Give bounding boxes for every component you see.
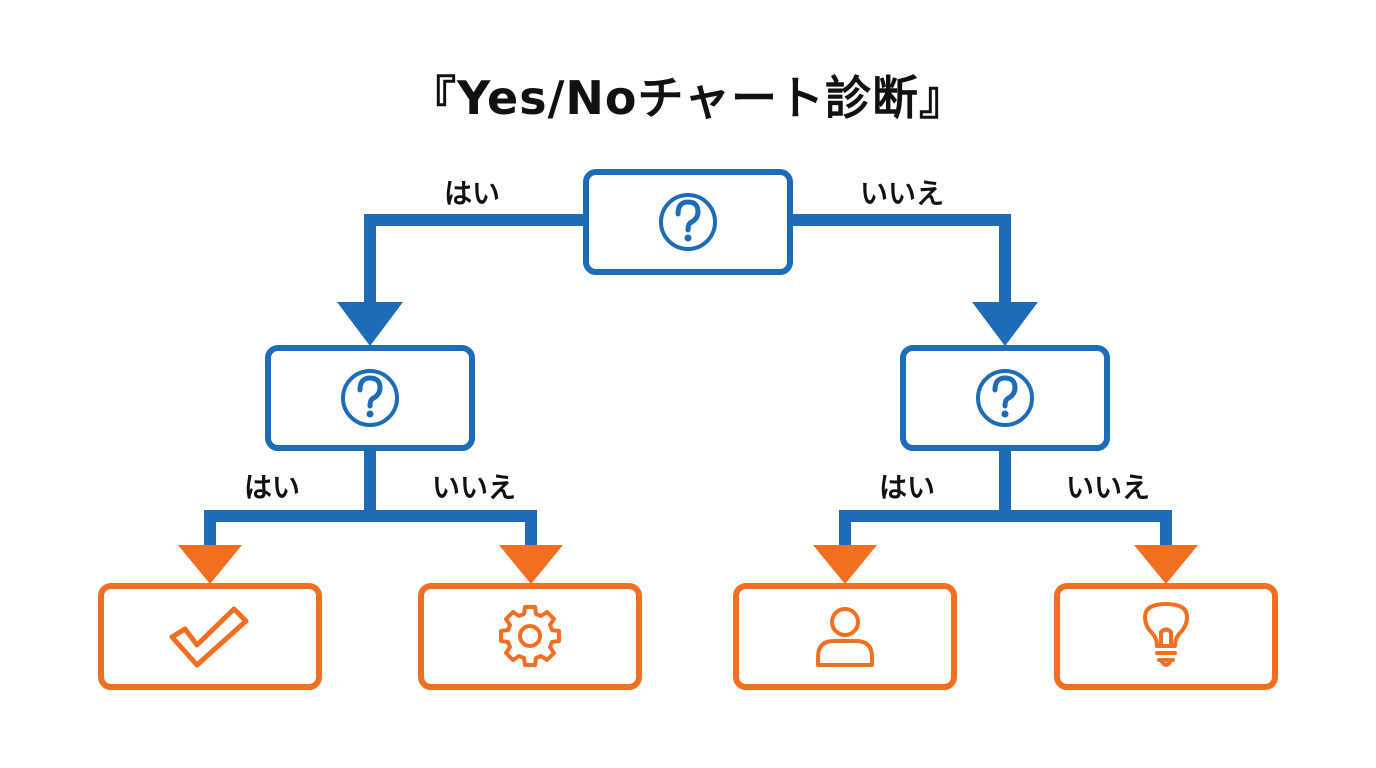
gear-icon — [499, 605, 561, 667]
result-node-2 — [418, 583, 642, 690]
connector-right-yes — [839, 510, 1005, 548]
question-node-root — [583, 169, 793, 275]
connector-right-no — [1005, 510, 1172, 548]
connectors — [204, 214, 1172, 548]
question-mark-icon — [341, 369, 399, 427]
result-node-3 — [733, 583, 957, 690]
question-mark-icon — [659, 193, 717, 251]
connector-left-no — [370, 510, 537, 548]
edge-label-right-yes: はい — [879, 471, 935, 504]
diagram-title: 『Yes/Noチャート診断』 — [409, 71, 967, 125]
edge-label-left-yes: はい — [244, 471, 300, 504]
question-mark-icon — [976, 369, 1034, 427]
edge-label-left-no: いいえ — [432, 471, 516, 504]
result-node-1 — [98, 583, 322, 690]
arrowhead-to-result-1 — [178, 545, 242, 584]
lightbulb-icon — [1143, 602, 1189, 667]
arrowhead-to-result-4 — [1134, 545, 1198, 584]
connector-left-yes — [204, 510, 370, 548]
edge-label-root-yes: はい — [444, 177, 500, 210]
checkmark-icon — [169, 606, 249, 668]
arrowhead-to-right-question — [972, 302, 1038, 346]
question-node-left — [265, 345, 475, 451]
person-icon — [816, 607, 874, 667]
arrowhead-to-result-3 — [813, 545, 877, 584]
arrowhead-to-left-question — [337, 302, 403, 346]
connector-root-yes — [364, 214, 586, 306]
result-node-4 — [1054, 583, 1278, 690]
edge-label-root-no: いいえ — [860, 177, 944, 210]
arrowhead-to-result-2 — [499, 545, 563, 584]
connector-root-no — [790, 214, 1011, 306]
question-node-right — [900, 345, 1110, 451]
edge-label-right-no: いいえ — [1066, 471, 1150, 504]
